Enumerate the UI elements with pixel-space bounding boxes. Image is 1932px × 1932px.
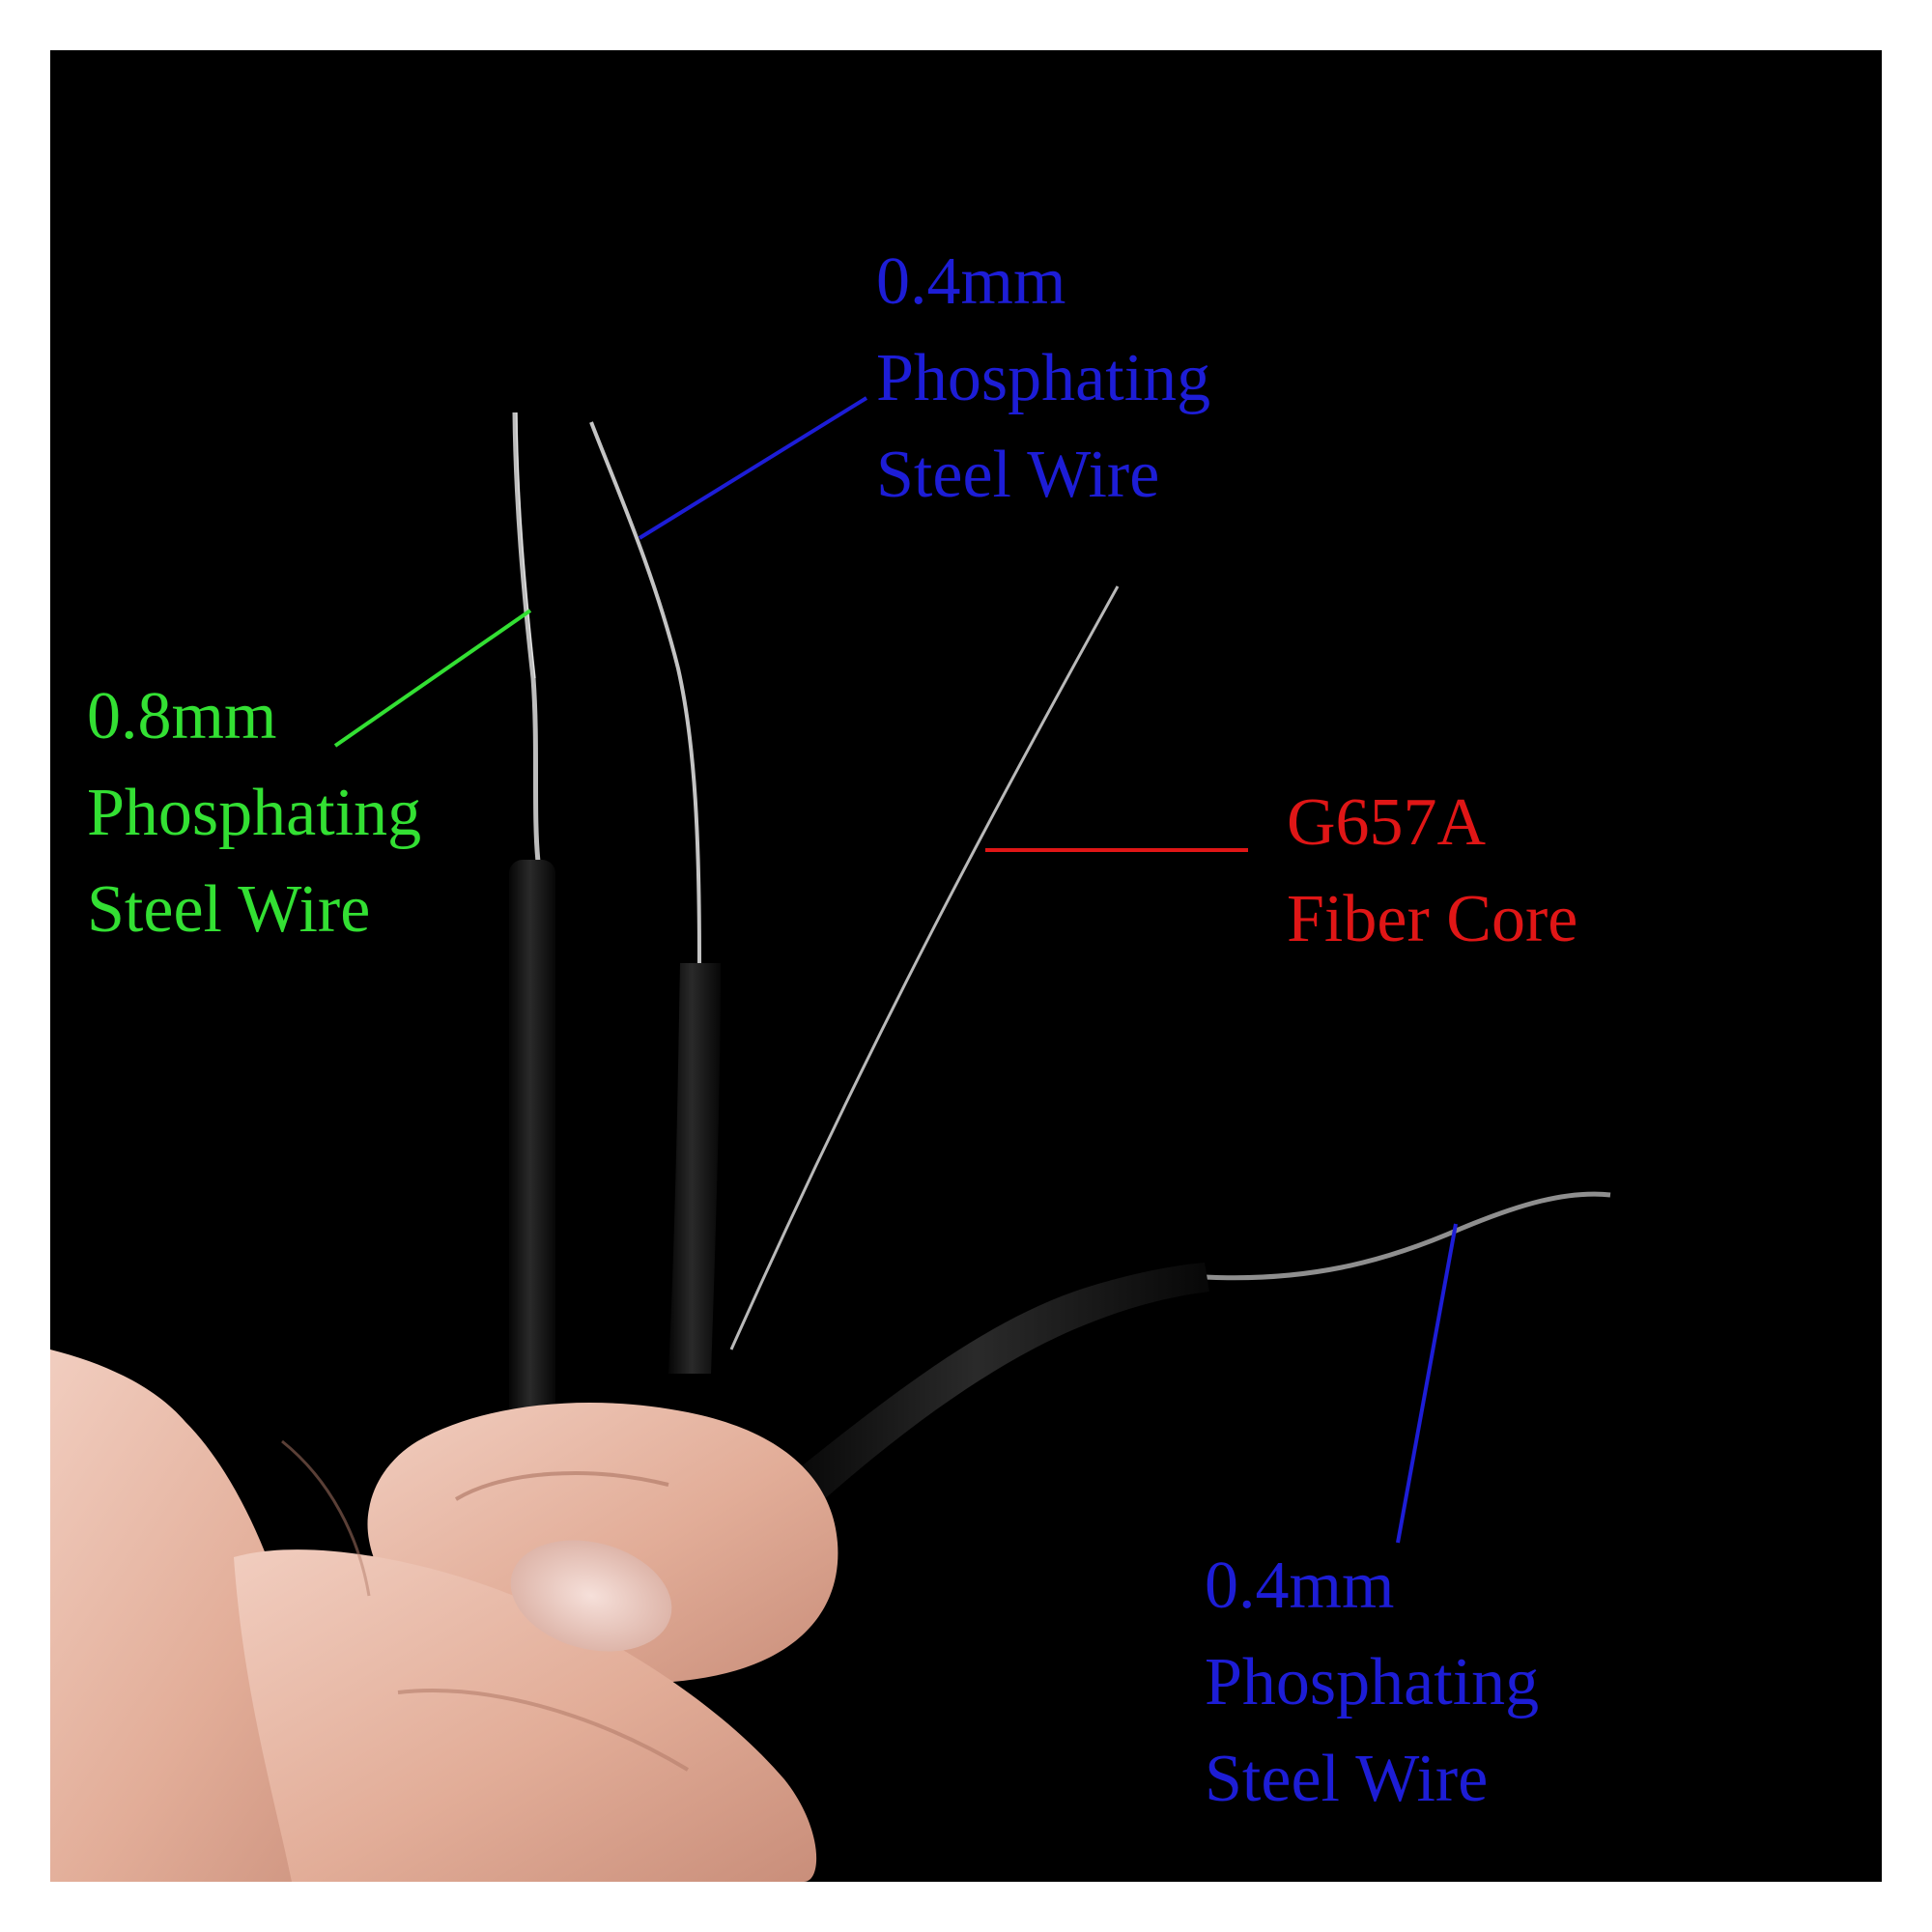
label-line: 0.4mm bbox=[876, 244, 1066, 319]
cable-photo bbox=[50, 396, 1611, 1882]
label-line: Phosphating bbox=[1205, 1645, 1540, 1719]
label-line: G657A bbox=[1287, 785, 1487, 860]
hand bbox=[50, 1350, 838, 1882]
label-line: Steel Wire bbox=[1205, 1742, 1489, 1816]
leader-line-04-top bbox=[638, 396, 868, 540]
label-steel-wire-08: 0.8mm Phosphating Steel Wire bbox=[87, 668, 421, 958]
cable-right bbox=[784, 1191, 1611, 1509]
cable-left bbox=[509, 412, 555, 1420]
label-line: 0.4mm bbox=[1205, 1548, 1395, 1623]
label-line: 0.8mm bbox=[87, 679, 277, 753]
label-steel-wire-04-top: 0.4mm Phosphating Steel Wire bbox=[876, 234, 1210, 524]
label-line: Fiber Core bbox=[1287, 882, 1578, 956]
cable-middle bbox=[589, 421, 721, 1374]
label-line: Steel Wire bbox=[87, 872, 371, 947]
leader-lines bbox=[333, 396, 1458, 1544]
leader-line-04-bottom bbox=[1396, 1223, 1458, 1544]
fiber-core bbox=[729, 585, 1120, 1350]
label-steel-wire-04-bottom: 0.4mm Phosphating Steel Wire bbox=[1205, 1538, 1539, 1828]
label-line: Steel Wire bbox=[876, 438, 1160, 512]
leader-line-08 bbox=[333, 609, 532, 748]
label-line: Phosphating bbox=[876, 341, 1211, 415]
photo-frame: 0.4mm Phosphating Steel Wire 0.8mm Phosp… bbox=[50, 50, 1882, 1882]
label-line: Phosphating bbox=[87, 776, 422, 850]
label-fiber-core: G657A Fiber Core bbox=[1287, 775, 1577, 968]
